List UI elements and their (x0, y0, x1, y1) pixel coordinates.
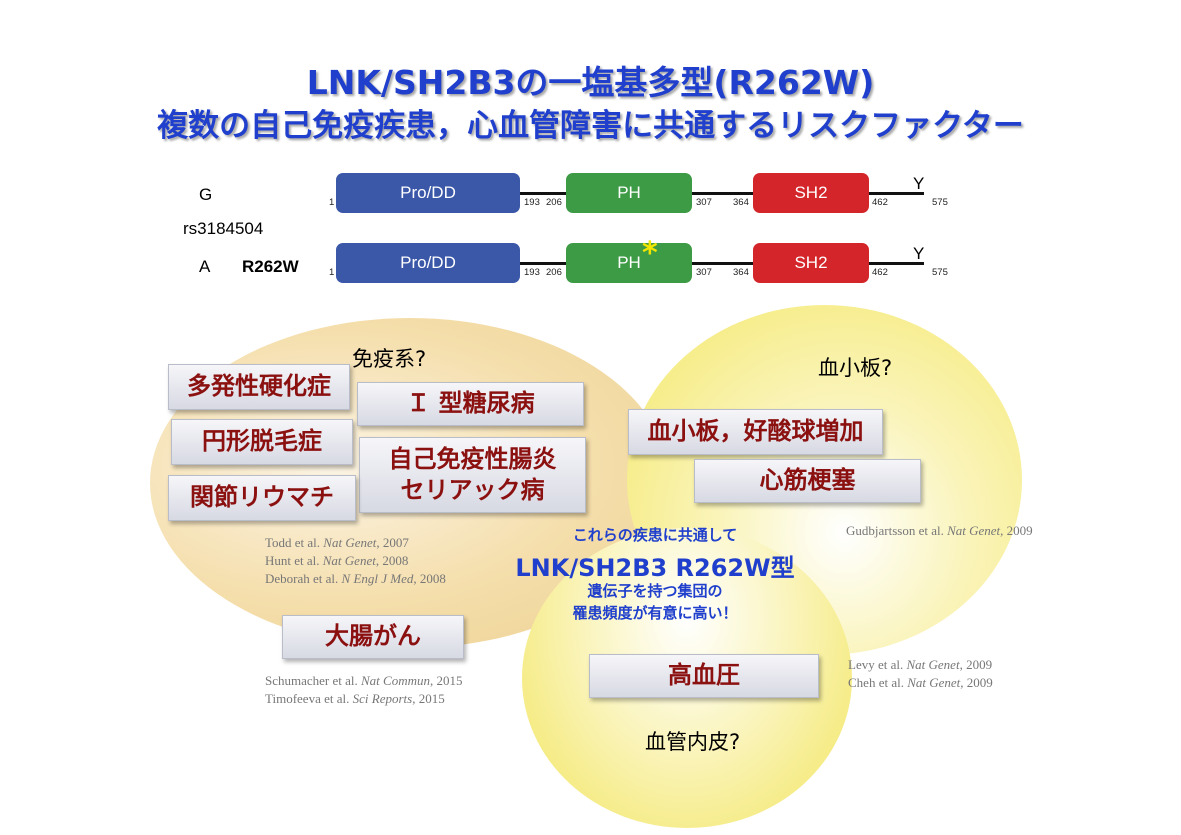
allele-g-label: G (199, 185, 213, 204)
tyrosine-mark-g: Y (913, 174, 925, 193)
alopecia-box: 円形脱毛症 (171, 419, 353, 465)
center-line-2: LNK/SH2B3 R262W型 (515, 554, 795, 582)
ref-hunt: Hunt et al. Nat Genet, 2008 (265, 553, 409, 568)
pos-193-a: 193 (524, 267, 540, 278)
ref-levy: Levy et al. Nat Genet, 2009 (848, 657, 993, 672)
platelet-eosinophil-label: 血小板，好酸球増加 (647, 417, 864, 446)
pos-1-g: 1 (329, 197, 335, 208)
prodd-domain-a: Pro/DD (336, 243, 520, 283)
snp-id-label: rs3184504 (183, 219, 264, 238)
ref-schumacher: Schumacher et al. Nat Commun, 2015 (265, 673, 463, 688)
colorectal-cancer-label: 大腸がん (325, 622, 421, 651)
cancer-refs: Schumacher et al. Nat Commun, 2015 Timof… (265, 672, 463, 708)
ref-todd: Todd et al. Nat Genet, 2007 (265, 535, 409, 550)
tyrosine-mark-a: Y (913, 244, 925, 263)
immune-refs: Todd et al. Nat Genet, 2007 Hunt et al. … (265, 534, 446, 588)
ra-label: 関節リウマチ (190, 483, 334, 512)
ref-deborah: Deborah et al. N Engl J Med, 2008 (265, 571, 446, 586)
vascular-refs: Levy et al. Nat Genet, 2009 Cheh et al. … (848, 656, 993, 692)
ibd-label: 自己免疫性腸炎 (388, 444, 557, 473)
ibd-celiac-box: 自己免疫性腸炎 セリアック病 (359, 437, 586, 513)
title-line-2: 複数の自己免疫疾患，心血管障害に共通するリスクファクター (157, 108, 1024, 144)
pos-307-g: 307 (696, 197, 712, 208)
immune-heading: 免疫系? (352, 347, 427, 371)
platelet-eosinophil-box: 血小板，好酸球増加 (628, 409, 883, 455)
t1d-label: Ｉ 型糖尿病 (406, 389, 535, 418)
pos-364-a: 364 (733, 267, 749, 278)
mi-box: 心筋梗塞 (694, 459, 921, 503)
prodd-domain-g: Pro/DD (336, 173, 520, 213)
ra-box: 関節リウマチ (168, 475, 356, 521)
pos-193-g: 193 (524, 197, 540, 208)
vascular-heading: 血管内皮? (645, 730, 741, 754)
variant-label: R262W (242, 257, 299, 276)
allele-a-label: A (199, 257, 211, 276)
center-line-3: 遺伝子を持つ集団の (587, 582, 723, 600)
pos-462-a: 462 (872, 267, 888, 278)
platelet-ref: Gudbjartsson et al. Nat Genet, 2009 (846, 523, 1033, 538)
mutation-asterisk-icon: * (642, 236, 658, 271)
pos-307-a: 307 (696, 267, 712, 278)
pos-575-g: 575 (932, 197, 948, 208)
hypertension-label: 高血圧 (668, 661, 740, 690)
center-line-1: これらの疾患に共通して (572, 526, 738, 544)
title-line-1: LNK/SH2B3の一塩基多型(R262W) (306, 63, 875, 102)
center-line-4: 罹患頻度が有意に高い！ (572, 604, 738, 622)
pos-1-a: 1 (329, 267, 335, 278)
platelet-heading: 血小板? (818, 356, 893, 380)
t1d-box: Ｉ 型糖尿病 (357, 382, 584, 426)
sh2-domain-a: SH2 (753, 243, 869, 283)
alopecia-label: 円形脱毛症 (202, 427, 322, 456)
hypertension-box: 高血圧 (589, 654, 819, 698)
ref-cheh: Cheh et al. Nat Genet, 2009 (848, 675, 993, 690)
ph-domain-a: PH (566, 243, 692, 283)
pos-206-g: 206 (546, 197, 562, 208)
celiac-label: セリアック病 (400, 476, 545, 504)
ph-domain-g: PH (566, 173, 692, 213)
pos-462-g: 462 (872, 197, 888, 208)
colorectal-cancer-box: 大腸がん (282, 615, 464, 659)
sh2-domain-g: SH2 (753, 173, 869, 213)
ms-box: 多発性硬化症 (168, 364, 350, 410)
ms-label: 多発性硬化症 (187, 372, 331, 401)
ref-timofeeva: Timofeeva et al. Sci Reports, 2015 (265, 691, 445, 706)
pos-206-a: 206 (546, 267, 562, 278)
pos-364-g: 364 (733, 197, 749, 208)
mi-label: 心筋梗塞 (759, 466, 856, 495)
pos-575-a: 575 (932, 267, 948, 278)
